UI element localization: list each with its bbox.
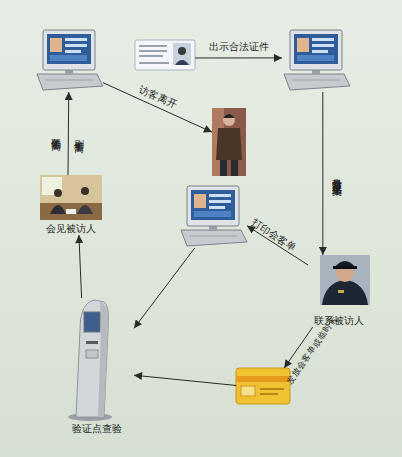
edge-label: 发放会客单或临时卡 [285, 313, 340, 386]
photo-background [320, 255, 370, 305]
visitor-card [236, 368, 290, 404]
card-chip [241, 386, 255, 396]
computer-icon [284, 30, 350, 90]
edge-label: 出示合法证件 [209, 40, 269, 51]
person-head [81, 187, 89, 195]
card-stripe [236, 376, 290, 382]
kiosk-node: 验证点查验 [60, 298, 134, 435]
card-line [139, 50, 167, 52]
card-line [139, 55, 163, 57]
edge-label: 打印会客单 [250, 217, 298, 253]
id-card [135, 40, 195, 70]
photo-body [175, 60, 189, 65]
visitor-node [212, 108, 246, 176]
edge-label: 访客离开 [137, 84, 178, 111]
person-body [77, 205, 93, 214]
photo-head [178, 47, 186, 55]
kiosk-body [76, 300, 109, 417]
card-line [260, 393, 278, 395]
visitor-card-node [236, 368, 290, 404]
edge-label: 刷卡签离 [74, 132, 85, 136]
visitor-hair [223, 114, 235, 118]
meeting-picture [40, 175, 102, 220]
officer-cap [334, 261, 356, 268]
officer-uniform [322, 280, 368, 305]
node-caption: 验证点查验 [72, 423, 122, 435]
flow-arrow [103, 83, 212, 132]
flow-arrow [79, 235, 82, 298]
flow-arrow [134, 375, 236, 385]
computer-node [282, 30, 350, 92]
card-line [260, 388, 284, 390]
visitor-jacket [216, 128, 242, 160]
sofa [40, 203, 102, 220]
photo-background [40, 175, 102, 220]
kiosk-reader [86, 350, 98, 358]
visitor-leg [220, 160, 227, 176]
visitor-leg [231, 160, 238, 176]
computer-icon [181, 186, 247, 246]
insignia [338, 290, 344, 293]
kiosk-picture [68, 300, 112, 421]
node-caption: 会见被访人 [46, 223, 96, 235]
id-card-picture [135, 40, 195, 70]
flow-arrow [134, 248, 195, 328]
kiosk-slot [86, 341, 98, 344]
visitor-card-picture [236, 368, 290, 404]
person-body [50, 205, 66, 214]
flow-arrow [322, 92, 323, 255]
visitor-head [223, 114, 235, 126]
person-head [54, 189, 62, 197]
card-photo [173, 43, 191, 65]
id-card-node [135, 40, 195, 70]
officer-node: 联系被访人 [308, 255, 370, 327]
edge-label: 身份验证及信息采集 [331, 169, 342, 178]
photo-background [212, 108, 246, 176]
flow-arrow [195, 57, 282, 58]
visitor-leaving-picture [212, 108, 246, 176]
computer-node [35, 30, 103, 92]
step-label: 条码签离 [51, 130, 62, 134]
computer-node [179, 186, 247, 248]
card-line [139, 62, 169, 64]
card-line [139, 45, 167, 47]
kiosk-screen [84, 312, 100, 332]
cap-bill [333, 266, 357, 269]
meeting-node: 会见被访人 [38, 175, 104, 235]
flow-arrow [67, 92, 69, 175]
officer-picture [320, 255, 370, 305]
computer-icon [37, 30, 103, 90]
table [66, 209, 76, 214]
